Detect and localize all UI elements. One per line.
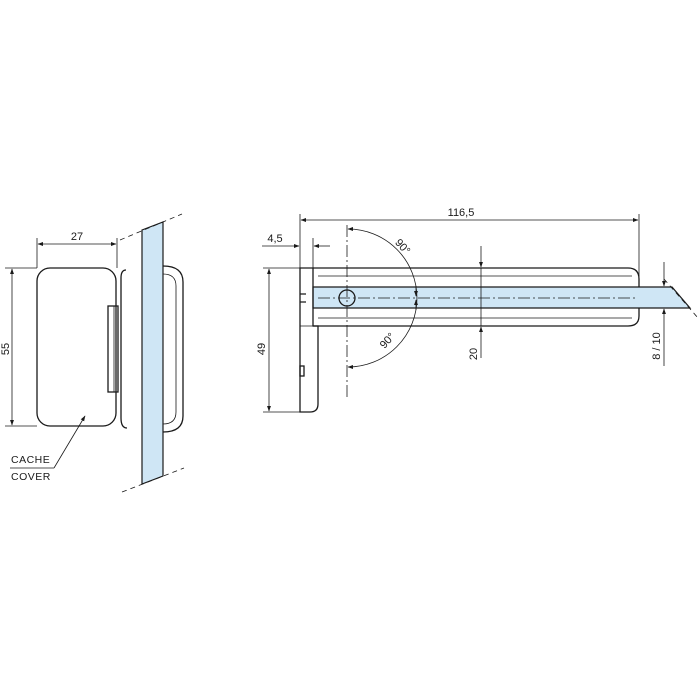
left-glass-break-bottom: [121, 467, 185, 493]
clamp-arm-bottom: [313, 308, 640, 327]
left-glass-panel: [141, 221, 164, 485]
right-glass-panel: [312, 286, 692, 309]
mounting-gap: [300, 293, 306, 303]
offset-dim: 4,5: [267, 233, 282, 245]
left-clamp-front-inner: [162, 273, 177, 425]
mounting-slot: [299, 365, 305, 377]
left-width-dim: 27: [71, 231, 83, 243]
left-view: 27 55 CACHE COVER: [0, 213, 185, 493]
left-glass-break-top: [119, 213, 183, 241]
angle-bottom-label: 90°: [378, 331, 398, 351]
right-view: 90° 90° 116,5 4,5 49 20 8 / 10: [256, 207, 699, 413]
cover-label-fr: CACHE: [11, 454, 50, 466]
cover-plate: [107, 305, 119, 393]
left-height-dim: 55: [0, 343, 12, 355]
length-dim: 116,5: [448, 207, 475, 219]
glass-dim: 8 / 10: [651, 332, 663, 360]
cover-leader-line: [53, 415, 86, 469]
cover-body: [36, 267, 117, 427]
height-dim: 49: [256, 343, 268, 355]
cover-label-en: COVER: [11, 471, 51, 483]
left-clamp-front: [162, 265, 184, 433]
depth-dim: 20: [468, 348, 480, 360]
left-clamp-back: [120, 269, 128, 429]
swing-arc: [347, 227, 418, 369]
angle-top-label: 90°: [392, 237, 412, 257]
clamp-arm-top: [313, 267, 640, 287]
